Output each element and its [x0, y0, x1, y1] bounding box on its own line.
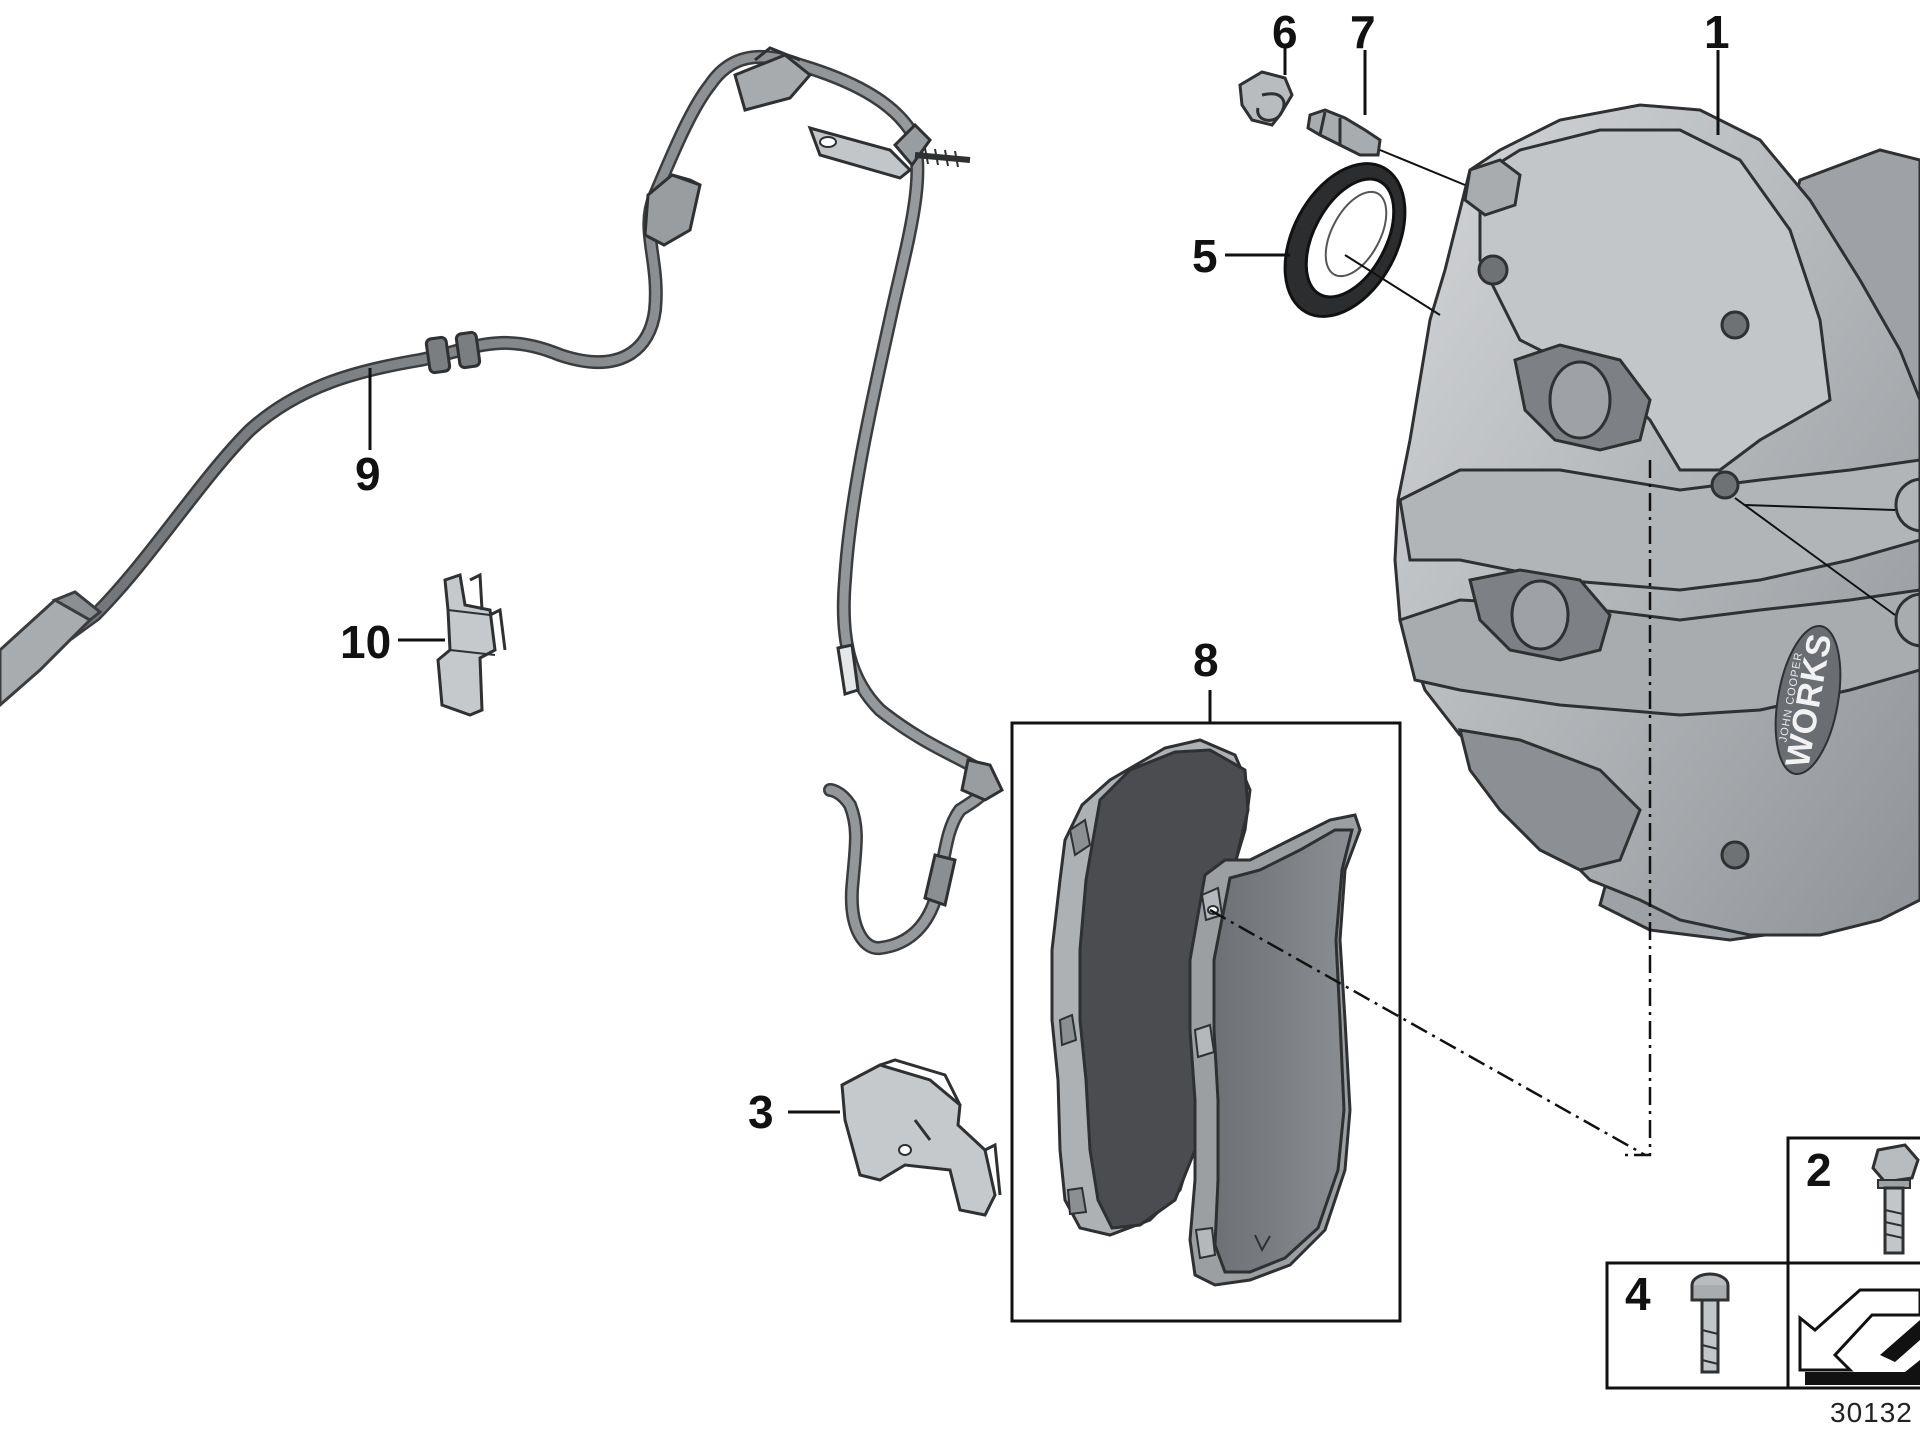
- callout-7: 7: [1350, 6, 1376, 58]
- clip-10: [436, 572, 507, 717]
- cable-top-clip: [733, 46, 813, 112]
- callout-4: 4: [1625, 1268, 1651, 1320]
- leader-lines: [368, 48, 1896, 1114]
- wear-sensor-cable: [0, 46, 1004, 956]
- fastener-table: [1605, 1136, 1920, 1390]
- anti-rattle-spring-3: [840, 1058, 1002, 1217]
- brake-pad-front: [1188, 813, 1362, 1287]
- direction-arrow-icon: [1798, 1288, 1920, 1385]
- installation-lines: [1209, 460, 1652, 1157]
- screw-4: [1690, 1272, 1730, 1374]
- cable-mid-sleeve: [836, 643, 860, 696]
- brake-caliper: WORKS JOHN COOPER: [1393, 103, 1920, 942]
- diagram-reference-number: 30132: [1830, 1397, 1913, 1428]
- callouts: 1 6 7 5 9 10 8 3 2 4: [340, 6, 1832, 1320]
- callout-2: 2: [1806, 1144, 1832, 1196]
- cable-bracket: [807, 122, 971, 180]
- callout-9: 9: [355, 448, 381, 500]
- bleeder-cap-6: [1238, 70, 1294, 127]
- callout-1: 1: [1704, 6, 1730, 58]
- bleeder-valve-7: [1306, 108, 1382, 157]
- callout-10: 10: [340, 616, 391, 668]
- callout-8: 8: [1193, 634, 1219, 686]
- sensor-head: [923, 758, 1004, 907]
- sensor-plug: [0, 590, 103, 707]
- callout-3: 3: [748, 1086, 774, 1138]
- callout-5: 5: [1192, 230, 1218, 282]
- cable-sleeve: [643, 173, 702, 247]
- callout-6: 6: [1272, 6, 1298, 58]
- brake-pad-set-frame: [1010, 721, 1402, 1323]
- bolt-2: [1871, 1143, 1920, 1255]
- cable-grommet: [424, 330, 482, 375]
- seal-ring-5: [1283, 162, 1407, 318]
